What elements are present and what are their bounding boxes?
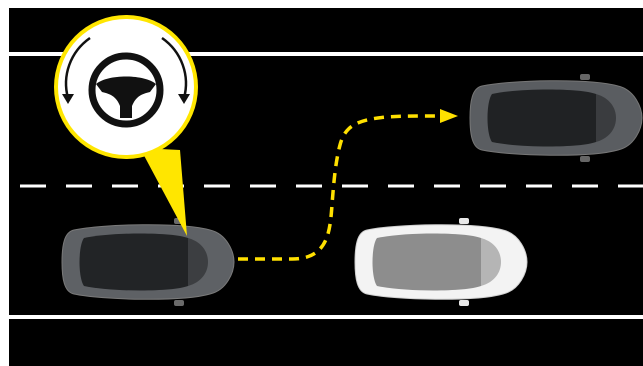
left-page-margin bbox=[0, 0, 9, 366]
road-edge-bottom bbox=[9, 315, 643, 319]
steering-badge bbox=[54, 15, 198, 159]
target-car bbox=[470, 74, 642, 162]
obstacle-car bbox=[355, 218, 527, 306]
ego-car bbox=[62, 218, 234, 306]
top-page-margin bbox=[0, 0, 643, 8]
